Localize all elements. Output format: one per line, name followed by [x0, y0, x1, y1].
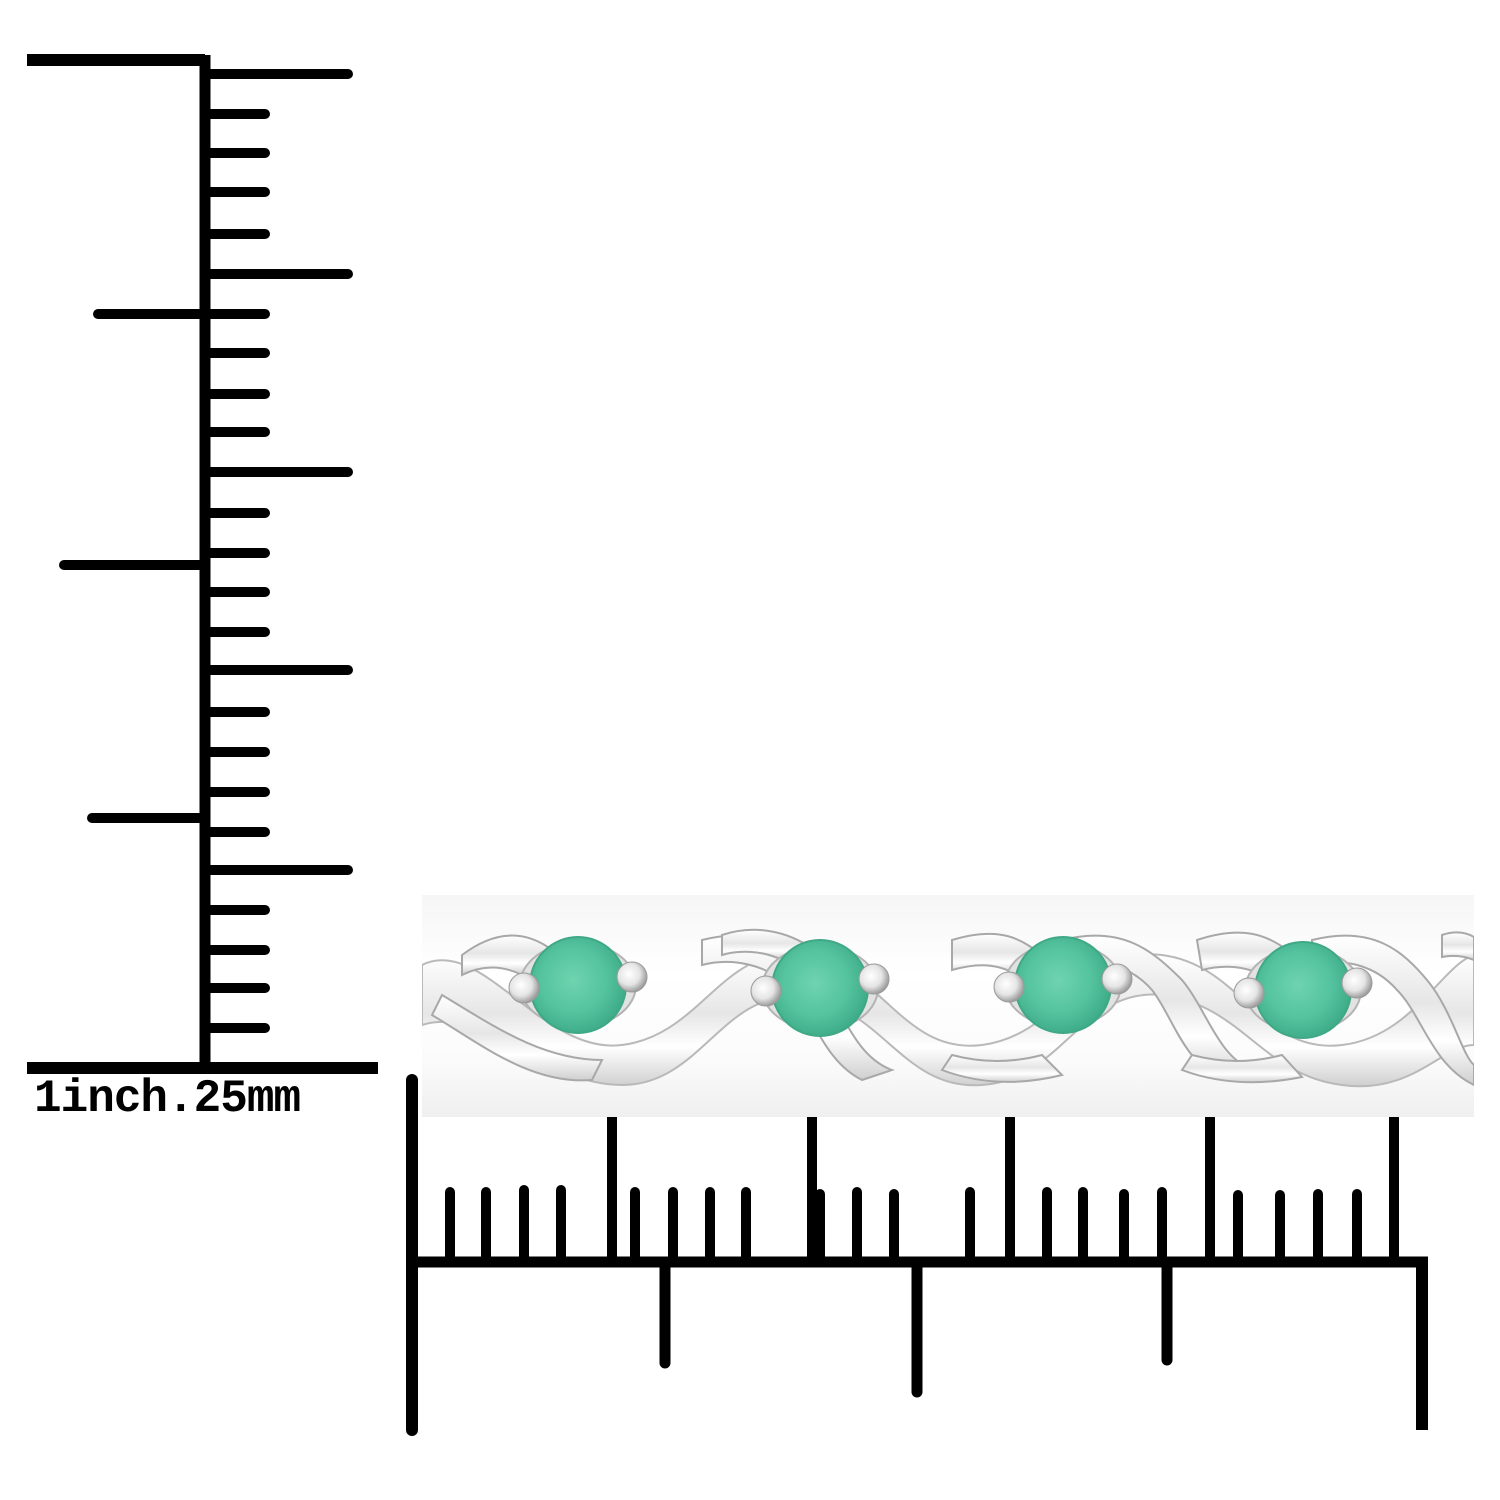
stone-1: [508, 936, 648, 1034]
bracelet-illustration: [422, 928, 1474, 1088]
horizontal-ruler: [406, 1074, 1428, 1436]
stone-4: [1233, 941, 1373, 1039]
horizontal-ruler-minor-ticks: [445, 1185, 1362, 1267]
bracelet-photo: [422, 895, 1474, 1117]
stone-3: [993, 936, 1133, 1034]
vertical-ruler-inch-ticks: [59, 309, 210, 823]
horizontal-ruler-inch-ticks: [659, 1256, 1173, 1398]
vertical-ruler: [27, 54, 378, 1074]
vertical-ruler-minor-ticks: [200, 109, 270, 1033]
stone-2: [750, 939, 890, 1037]
horizontal-ruler-major-ticks: [607, 1103, 1399, 1267]
vertical-ruler-major-ticks: [200, 69, 353, 875]
scale-label: 1inch.25mm: [34, 1073, 301, 1125]
